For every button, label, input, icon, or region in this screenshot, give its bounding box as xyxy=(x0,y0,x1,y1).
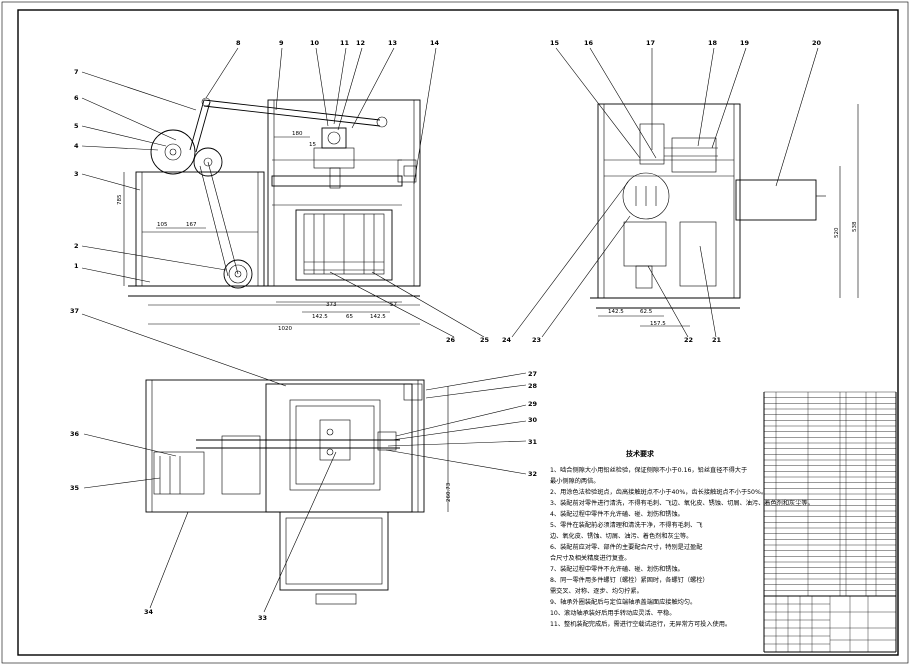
balloon-10: 10 xyxy=(310,39,320,47)
balloon-22: 22 xyxy=(684,336,693,344)
balloon-8: 8 xyxy=(236,39,241,47)
balloon-19: 19 xyxy=(740,39,750,47)
balloon-33: 33 xyxy=(258,614,267,622)
dim-57: 57 xyxy=(390,302,397,308)
top-view xyxy=(145,379,449,605)
material-roll xyxy=(150,129,196,175)
balloon-23: 23 xyxy=(532,336,541,344)
tech-req-line: 6、装配前应对零、部件的主要配合尺寸，特别是过盈配 xyxy=(550,543,702,551)
inner-frame xyxy=(17,9,899,656)
balloon-32: 32 xyxy=(528,470,537,478)
dim-1020: 1020 xyxy=(278,326,292,332)
balloon-3: 3 xyxy=(74,170,79,178)
dim-785: 785 xyxy=(117,194,123,205)
balloon-5: 5 xyxy=(74,122,79,130)
balloon-37: 37 xyxy=(70,307,79,315)
balloon-2: 2 xyxy=(74,242,79,250)
balloon-13: 13 xyxy=(388,39,397,47)
waste-roll xyxy=(223,259,253,289)
dim-520: 520 xyxy=(834,227,840,238)
balloon-1: 1 xyxy=(74,262,79,270)
dim-142-5-right: 142.5 xyxy=(370,314,386,320)
balloon-4: 4 xyxy=(74,142,79,150)
tech-req-line: 8、同一零件用多件螺钉（螺栓）紧固时，各螺钉（螺栓） xyxy=(550,576,709,584)
title-block xyxy=(763,595,897,653)
balloon-25: 25 xyxy=(480,336,490,344)
balloon-14: 14 xyxy=(430,39,440,47)
dim-142-5-side: 142.5 xyxy=(608,309,624,315)
balloon-27: 27 xyxy=(528,370,537,378)
tech-req-line: 10、滚动轴承装好后用手转动应灵活、平稳。 xyxy=(550,609,675,617)
side-view xyxy=(590,103,859,327)
balloon-31: 31 xyxy=(528,438,538,446)
balloon-28: 28 xyxy=(528,382,538,390)
dim-373: 373 xyxy=(326,302,337,308)
balloon-30: 30 xyxy=(528,416,538,424)
dim-15: 15 xyxy=(309,142,316,148)
dim-538: 538 xyxy=(852,221,858,232)
tech-requirements-title: 技术要求 xyxy=(626,449,655,458)
tech-req-line: 5、零件在装配前必须清理和清洗干净，不得有毛刺、飞 xyxy=(550,521,702,529)
balloon-26: 26 xyxy=(446,336,456,344)
balloon-24: 24 xyxy=(502,336,512,344)
balloon-15: 15 xyxy=(550,39,560,47)
balloon-6: 6 xyxy=(74,94,79,102)
tech-requirements-list: 1、啮合侧隙大小用铅丝检验，保证侧隙不小于0.16，铅丝直径不得大于 最小侧隙的… xyxy=(550,466,814,628)
balloon-11: 11 xyxy=(340,39,350,47)
tech-req-line: 合尺寸及相关精度进行复查。 xyxy=(550,554,630,562)
balloon-20: 20 xyxy=(812,39,822,47)
front-view xyxy=(123,97,421,325)
tech-req-line: 2、用涂色法检验斑点，齿高接触斑点不小于40%，齿长接触斑点不小于50%。 xyxy=(550,488,767,496)
tech-req-line: 4、装配过程中零件不允许磕、碰、划伤和锈蚀。 xyxy=(550,510,684,518)
balloon-29: 29 xyxy=(528,400,538,408)
dim-65: 65 xyxy=(346,314,353,320)
balloon-21: 21 xyxy=(712,336,722,344)
tech-req-line: 最小侧隙的两倍。 xyxy=(550,477,600,485)
side-motor-box xyxy=(735,179,817,221)
parts-list-table xyxy=(763,391,897,597)
dim-157-5: 157.5 xyxy=(650,321,666,327)
dim-105: 105 xyxy=(157,222,168,228)
balloon-34: 34 xyxy=(144,608,154,616)
balloon-18: 18 xyxy=(708,39,718,47)
tech-req-line: 3、装配前对零件进行清洗，不得有毛刺、飞边、氧化皮、锈蚀、切屑、油污、着色剂和灰… xyxy=(550,499,814,507)
balloon-9: 9 xyxy=(279,39,284,47)
dim-180: 180 xyxy=(292,131,303,137)
dim-62-5: 62.5 xyxy=(640,309,653,315)
leader-lines xyxy=(81,47,819,613)
balloon-17: 17 xyxy=(646,39,655,47)
dim-167: 167 xyxy=(186,222,197,228)
tech-req-line: 边、氧化皮、锈蚀、切屑、油污、着色剂和灰尘等。 xyxy=(550,532,692,540)
balloon-36: 36 xyxy=(70,430,80,438)
balloon-12: 12 xyxy=(356,39,365,47)
tech-req-line: 需交叉、对称、逐步、均匀拧紧。 xyxy=(550,587,643,595)
tech-req-line: 7、装配过程中零件不允许磕、碰、划伤和锈蚀。 xyxy=(550,565,684,573)
dim-260-73: 260.73 xyxy=(446,482,452,502)
side-detail-circle xyxy=(622,172,670,220)
tech-req-line: 9、轴承外圈装配后与定位端轴承盖端面应接触均匀。 xyxy=(550,598,696,606)
balloon-35: 35 xyxy=(70,484,80,492)
balloon-7: 7 xyxy=(74,68,79,76)
balloon-16: 16 xyxy=(584,39,594,47)
dim-142-5-left: 142.5 xyxy=(312,314,328,320)
tech-req-line: 11、整机装配完成后，需进行空载试运行，无异常方可投入使用。 xyxy=(550,620,731,628)
tech-req-line: 1、啮合侧隙大小用铅丝检验，保证侧隙不小于0.16，铅丝直径不得大于 xyxy=(550,466,747,474)
